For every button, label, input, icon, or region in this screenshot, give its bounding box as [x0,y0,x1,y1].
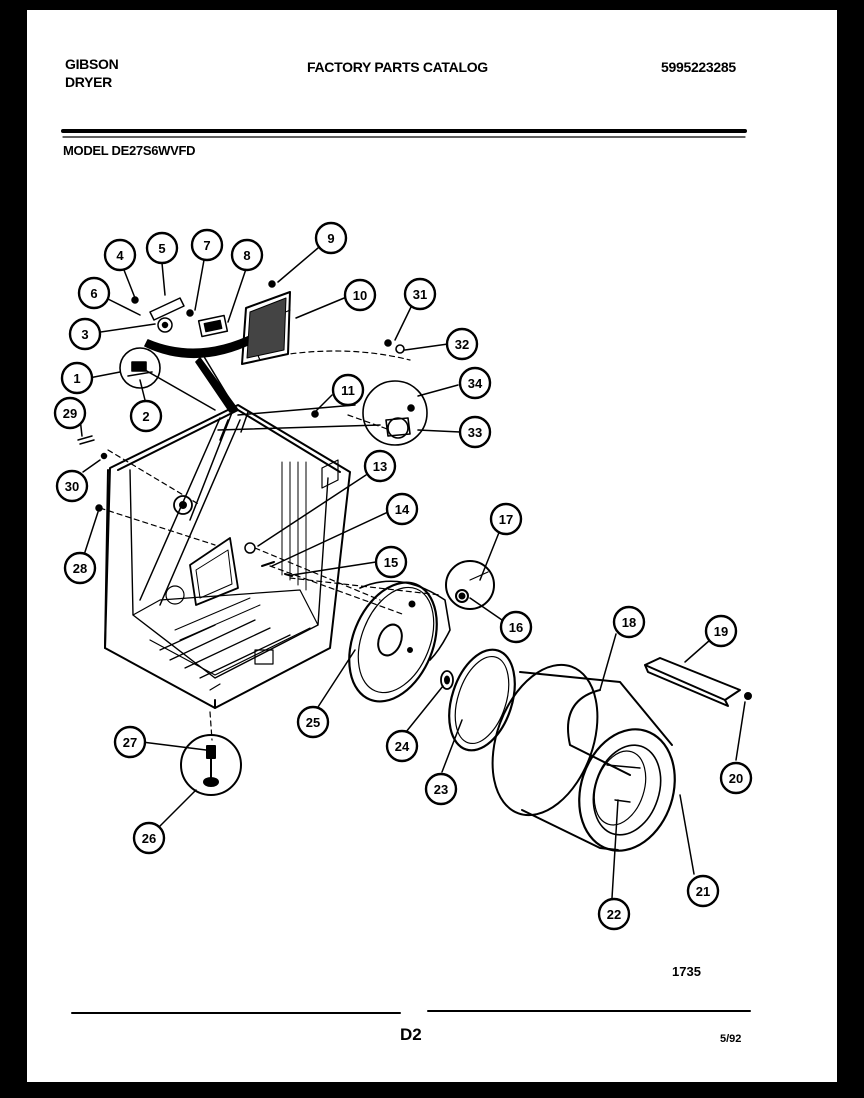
callout-label-7: 7 [203,238,210,253]
callout-label-25: 25 [306,715,320,730]
callout-circle-33 [458,415,492,449]
callout-label-4: 4 [116,248,124,263]
callout-circle-28 [63,551,97,585]
callout-label-1: 1 [73,371,80,386]
callout-label-16: 16 [509,620,523,635]
part-1-detail [119,347,161,389]
callout-label-22: 22 [607,907,621,922]
catalog-number: 5995223285 [661,59,736,75]
callout-circle-13 [363,449,397,483]
callout-circle-21 [686,874,720,908]
callout-label-19: 19 [714,624,728,639]
callout-label-14: 14 [395,502,410,517]
callout-circle-24 [385,729,419,763]
callout-label-29: 29 [63,406,77,421]
drum-baffle [644,657,752,707]
callout-label-13: 13 [373,459,387,474]
callout-circle-10 [343,278,377,312]
callout-circle-27 [113,725,147,759]
callout-circle-30 [55,469,89,503]
catalog-page: GIBSON DRYER FACTORY PARTS CATALOG 59952… [27,10,837,1082]
callout-label-28: 28 [73,561,87,576]
callout-label-32: 32 [455,337,469,352]
callout-label-10: 10 [353,288,367,303]
callout-circle-16 [499,610,533,644]
product-type: DRYER [65,74,112,90]
switch-parts [131,280,276,338]
callout-label-3: 3 [81,327,88,342]
cabinet [104,404,351,709]
drum [491,663,676,852]
callout-label-8: 8 [243,248,250,263]
callout-label-6: 6 [90,286,97,301]
callout-circle-17 [489,502,523,536]
callout-label-20: 20 [729,771,743,786]
callout-circle-29 [53,396,87,430]
callout-label-9: 9 [327,231,334,246]
brand-name: GIBSON [65,56,119,72]
callout-circle-1 [60,361,94,395]
callout-circle-8 [230,238,264,272]
diagram-ref-number: 1735 [672,964,701,979]
leader-lines [79,247,746,899]
drum-belt [567,689,631,776]
callout-label-18: 18 [622,615,636,630]
callout-label-31: 31 [413,287,427,302]
callout-circle-19 [704,614,738,648]
leveling-leg-detail [180,734,242,796]
callout-circle-34 [458,366,492,400]
callout-circle-31 [403,277,437,311]
page-number: D2 [400,1025,422,1044]
callout-circle-6 [77,276,111,310]
callout-label-2: 2 [142,409,149,424]
callout-circle-23 [424,772,458,806]
callout-circle-2 [129,399,163,433]
callout-circle-7 [190,228,224,262]
control-bracket [144,331,263,413]
callout-circle-20 [719,761,753,795]
callout-label-17: 17 [499,512,513,527]
callout-circle-9 [314,221,348,255]
callout-label-15: 15 [384,555,398,570]
leader-lines-dashed [99,309,441,741]
callout-circle-32 [445,327,479,361]
front-seal [440,648,516,752]
front-bulkhead [348,580,451,703]
model-number: MODEL DE27S6WVFD [63,143,196,158]
thermostat-detail [311,339,428,446]
callout-label-27: 27 [123,735,137,750]
callout-label-23: 23 [434,782,448,797]
small-fasteners [77,435,108,512]
lint-screen [241,291,291,365]
callout-circle-15 [374,545,408,579]
callout-label-33: 33 [468,425,482,440]
callout-circle-4 [103,238,137,272]
callout-label-11: 11 [341,383,355,398]
bearing-detail [445,560,495,610]
callout-label-21: 21 [696,884,710,899]
callout-label-34: 34 [468,376,483,391]
callout-circle-18 [612,605,646,639]
revision-date: 5/92 [720,1033,741,1045]
callout-label-26: 26 [142,831,156,846]
callout-circle-5 [145,231,179,265]
callout-circle-14 [385,492,419,526]
callout-circle-11 [331,373,365,407]
callout-circle-26 [132,821,166,855]
callout-label-24: 24 [395,739,410,754]
callout-circle-22 [597,897,631,931]
page-title: FACTORY PARTS CATALOG [307,59,488,75]
callout-label-5: 5 [158,241,165,256]
callout-circle-3 [68,317,102,351]
callout-label-30: 30 [65,479,79,494]
callout-circle-25 [296,705,330,739]
